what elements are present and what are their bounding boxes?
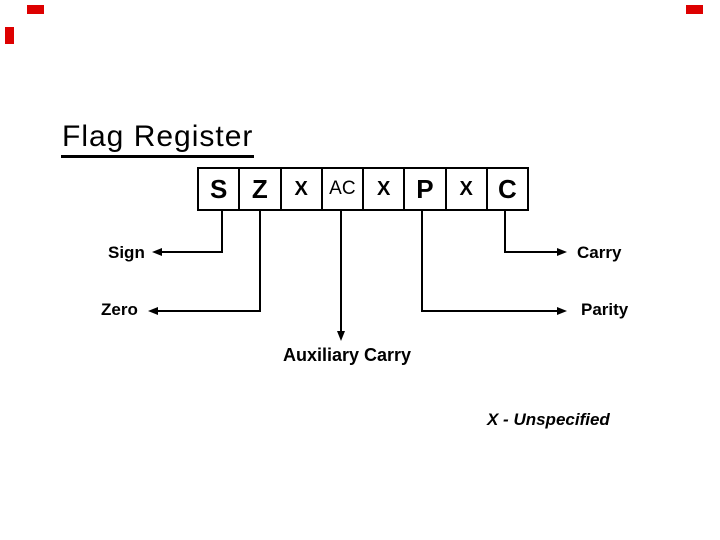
carry-arrowhead-icon: [557, 248, 567, 256]
aux-carry-arrowhead-icon: [337, 331, 345, 341]
zero-arrowhead-icon: [148, 307, 158, 315]
carry-connector-horizontal: [504, 251, 558, 253]
flag-cell-label: Z: [251, 173, 268, 204]
carry-connector-vertical: [504, 211, 506, 253]
flag-cell-label: X: [459, 177, 473, 200]
corner-mark-top-right-horizontal: [686, 5, 703, 14]
flag-cell-zero: Z: [238, 169, 279, 209]
flag-cell-sign: S: [199, 169, 238, 209]
flag-cell-label: X: [376, 177, 391, 200]
flag-cell-label: P: [416, 173, 434, 204]
parity-connector-horizontal: [421, 310, 557, 312]
sign-label: Sign: [108, 243, 145, 262]
zero-label: Zero: [101, 300, 138, 319]
flag-cell-parity: P: [403, 169, 444, 209]
flag-register-row: S Z X AC X P X C: [197, 167, 529, 211]
carry-label: Carry: [577, 243, 622, 262]
zero-connector-horizontal: [157, 310, 261, 312]
flag-cell-label: S: [209, 173, 228, 204]
flag-cell-label: C: [497, 173, 517, 204]
flag-cell-carry: C: [485, 169, 527, 209]
zero-connector-vertical: [259, 211, 261, 312]
flag-cell-unused-1: X: [279, 169, 321, 209]
flag-cell-label: AC: [329, 178, 356, 199]
parity-arrowhead-icon: [557, 307, 567, 315]
corner-mark-top-left-vertical: [5, 27, 14, 44]
aux-carry-label: Auxiliary Carry: [283, 345, 412, 365]
sign-connector-vertical: [221, 211, 223, 253]
parity-connector-vertical: [421, 211, 423, 312]
aux-carry-connector-vertical: [340, 211, 342, 332]
sign-connector-horizontal: [161, 251, 223, 253]
sign-arrowhead-icon: [152, 248, 162, 256]
parity-label: Parity: [581, 300, 629, 319]
flag-cell-label: X: [294, 177, 308, 200]
page-title: Flag Register: [61, 120, 255, 158]
flag-cell-unused-3: X: [444, 169, 486, 209]
corner-mark-top-left-horizontal: [27, 5, 44, 14]
flag-cell-unused-2: X: [362, 169, 403, 209]
unspecified-note: X - Unspecified: [487, 410, 610, 429]
flag-cell-aux-carry: AC: [320, 169, 362, 209]
